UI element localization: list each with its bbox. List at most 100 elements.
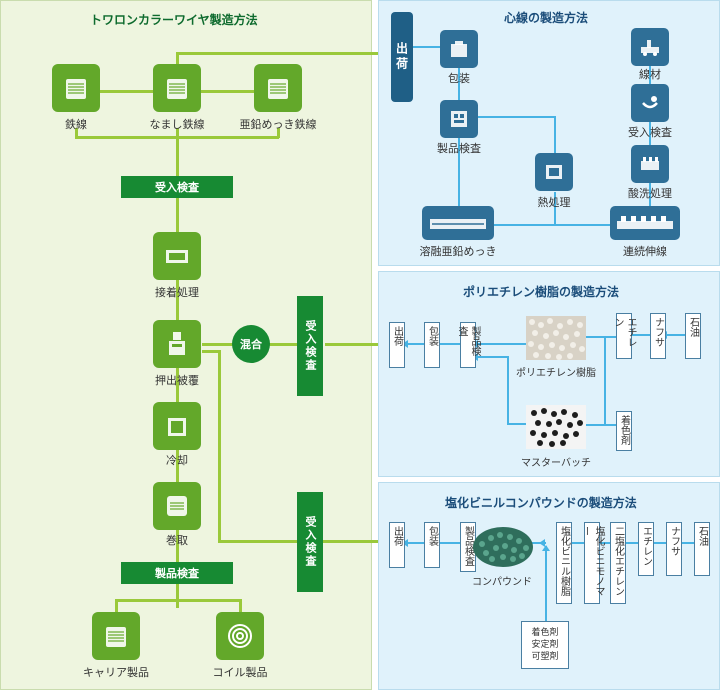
line — [649, 182, 651, 206]
line — [476, 116, 556, 118]
line — [654, 542, 666, 544]
line — [682, 542, 694, 544]
cooling-label: 冷却 — [166, 454, 188, 467]
core-wire-title: 心線の製造方法 — [504, 11, 589, 25]
core-inspection-label: 製品検査 — [437, 142, 481, 155]
line — [115, 599, 118, 613]
winding-label: 巻取 — [166, 534, 188, 547]
winding-icon — [153, 482, 201, 530]
pe-oil-box: 石油 — [685, 313, 701, 359]
pe-title: ポリエチレン樹脂の製造方法 — [463, 285, 620, 299]
line — [649, 122, 651, 146]
core-incoming-label: 受入検査 — [628, 126, 672, 139]
core-ship-block: 出荷 — [391, 12, 413, 102]
galvanized-wire-icon — [254, 64, 302, 112]
core-product-inspection-icon — [440, 100, 478, 138]
extrusion-label: 押出被覆 — [155, 374, 199, 387]
arrow-up-icon — [542, 545, 550, 551]
line — [600, 542, 610, 544]
line-to-pe — [325, 343, 387, 346]
adhesion-treatment-icon — [153, 232, 201, 280]
line-to-ship — [176, 52, 390, 55]
pvc-pack-box: 包装 — [424, 522, 440, 568]
heat-treatment-icon — [535, 153, 573, 191]
carrier-product-icon — [92, 612, 140, 660]
line — [408, 343, 424, 345]
additive-colorant: 着色剤 — [531, 628, 559, 638]
line — [458, 136, 460, 208]
additive-stabilizer: 安定剤 — [531, 640, 559, 650]
additive-plasticizer: 可塑剤 — [531, 652, 559, 662]
pickling-label: 酸洗処理 — [628, 187, 672, 200]
line — [626, 542, 638, 544]
line — [545, 546, 547, 621]
galvanize-label: 溶融亜鉛めっき — [419, 245, 497, 258]
galvanized-wire-label: 亜鉛めっき鉄線 — [239, 118, 317, 131]
line — [649, 66, 651, 86]
line — [507, 356, 509, 424]
pickling-icon — [631, 145, 669, 183]
masterbatch-photo — [526, 405, 586, 449]
line — [239, 599, 242, 613]
line — [632, 334, 650, 336]
pe-naphtha-box: ナフサ — [650, 313, 666, 359]
line — [478, 343, 526, 345]
line — [440, 542, 460, 544]
wire-rod-icon — [631, 28, 669, 66]
pe-inspection-box: 製品検査 — [456, 322, 480, 368]
line — [586, 336, 616, 338]
pvc-resin-box: 塩化ビニル樹脂 — [556, 522, 572, 604]
incoming-inspection-pe-band: 受入検査 — [297, 296, 323, 396]
vcm-box: 塩化ビニモノマー — [580, 522, 604, 604]
incoming-inspection-band: 受入検査 — [121, 176, 233, 198]
main-flow-line — [176, 128, 179, 608]
pe-ethylene-box: エチレン — [612, 313, 636, 359]
line — [507, 423, 527, 425]
edc-box: 二塩化エチレン — [610, 522, 626, 604]
line — [604, 336, 606, 426]
pvc-oil-box: 石油 — [694, 522, 710, 576]
coil-product-label: コイル製品 — [212, 666, 268, 679]
pe-pack-box: 包装 — [424, 322, 440, 368]
line — [554, 192, 556, 225]
iron-wire-label: 鉄線 — [65, 118, 87, 131]
continuous-label: 連続伸線 — [623, 245, 667, 258]
line — [176, 52, 179, 66]
line — [413, 46, 441, 48]
pvc-ethylene-box: エチレン — [638, 522, 654, 576]
pe-ship-box: 出荷 — [389, 322, 405, 368]
extrusion-coating-icon — [153, 320, 201, 368]
iron-wire-icon — [52, 64, 100, 112]
arrow-left-icon — [402, 539, 408, 547]
annealed-wire-icon — [153, 64, 201, 112]
line — [75, 128, 78, 138]
core-pack-label: 包装 — [448, 72, 470, 85]
line — [408, 542, 424, 544]
adhesion-label: 接着処理 — [155, 286, 199, 299]
wire-rod-label: 線材 — [639, 68, 661, 81]
line — [494, 224, 612, 226]
line — [667, 334, 685, 336]
wire-process-title: トワロンカラーワイヤ製造方法 — [90, 13, 258, 27]
line — [440, 343, 460, 345]
line — [572, 542, 584, 544]
line — [458, 66, 460, 102]
compound-pellets-photo — [472, 526, 534, 568]
line — [277, 128, 280, 138]
mixing-badge: 混合 — [232, 325, 270, 363]
line — [202, 350, 220, 353]
core-incoming-inspection-icon — [631, 84, 669, 122]
compound-caption: コンパウンド — [472, 577, 532, 588]
pvc-title: 塩化ビニルコンパウンドの製造方法 — [445, 496, 637, 510]
product-inspection-band: 製品検査 — [121, 562, 233, 584]
pe-resin-caption: ポリエチレン樹脂 — [516, 368, 596, 379]
arrow-left-icon — [539, 539, 545, 547]
annealed-wire-label: なまし鉄線 — [149, 118, 205, 131]
pvc-additives-box: 着色剤 安定剤 可塑剤 — [521, 621, 569, 669]
masterbatch-caption: マスターバッチ — [521, 458, 591, 469]
line — [586, 424, 616, 426]
coil-product-icon — [216, 612, 264, 660]
cooling-icon — [153, 402, 201, 450]
carrier-product-label: キャリア製品 — [83, 666, 149, 679]
line — [115, 599, 241, 602]
